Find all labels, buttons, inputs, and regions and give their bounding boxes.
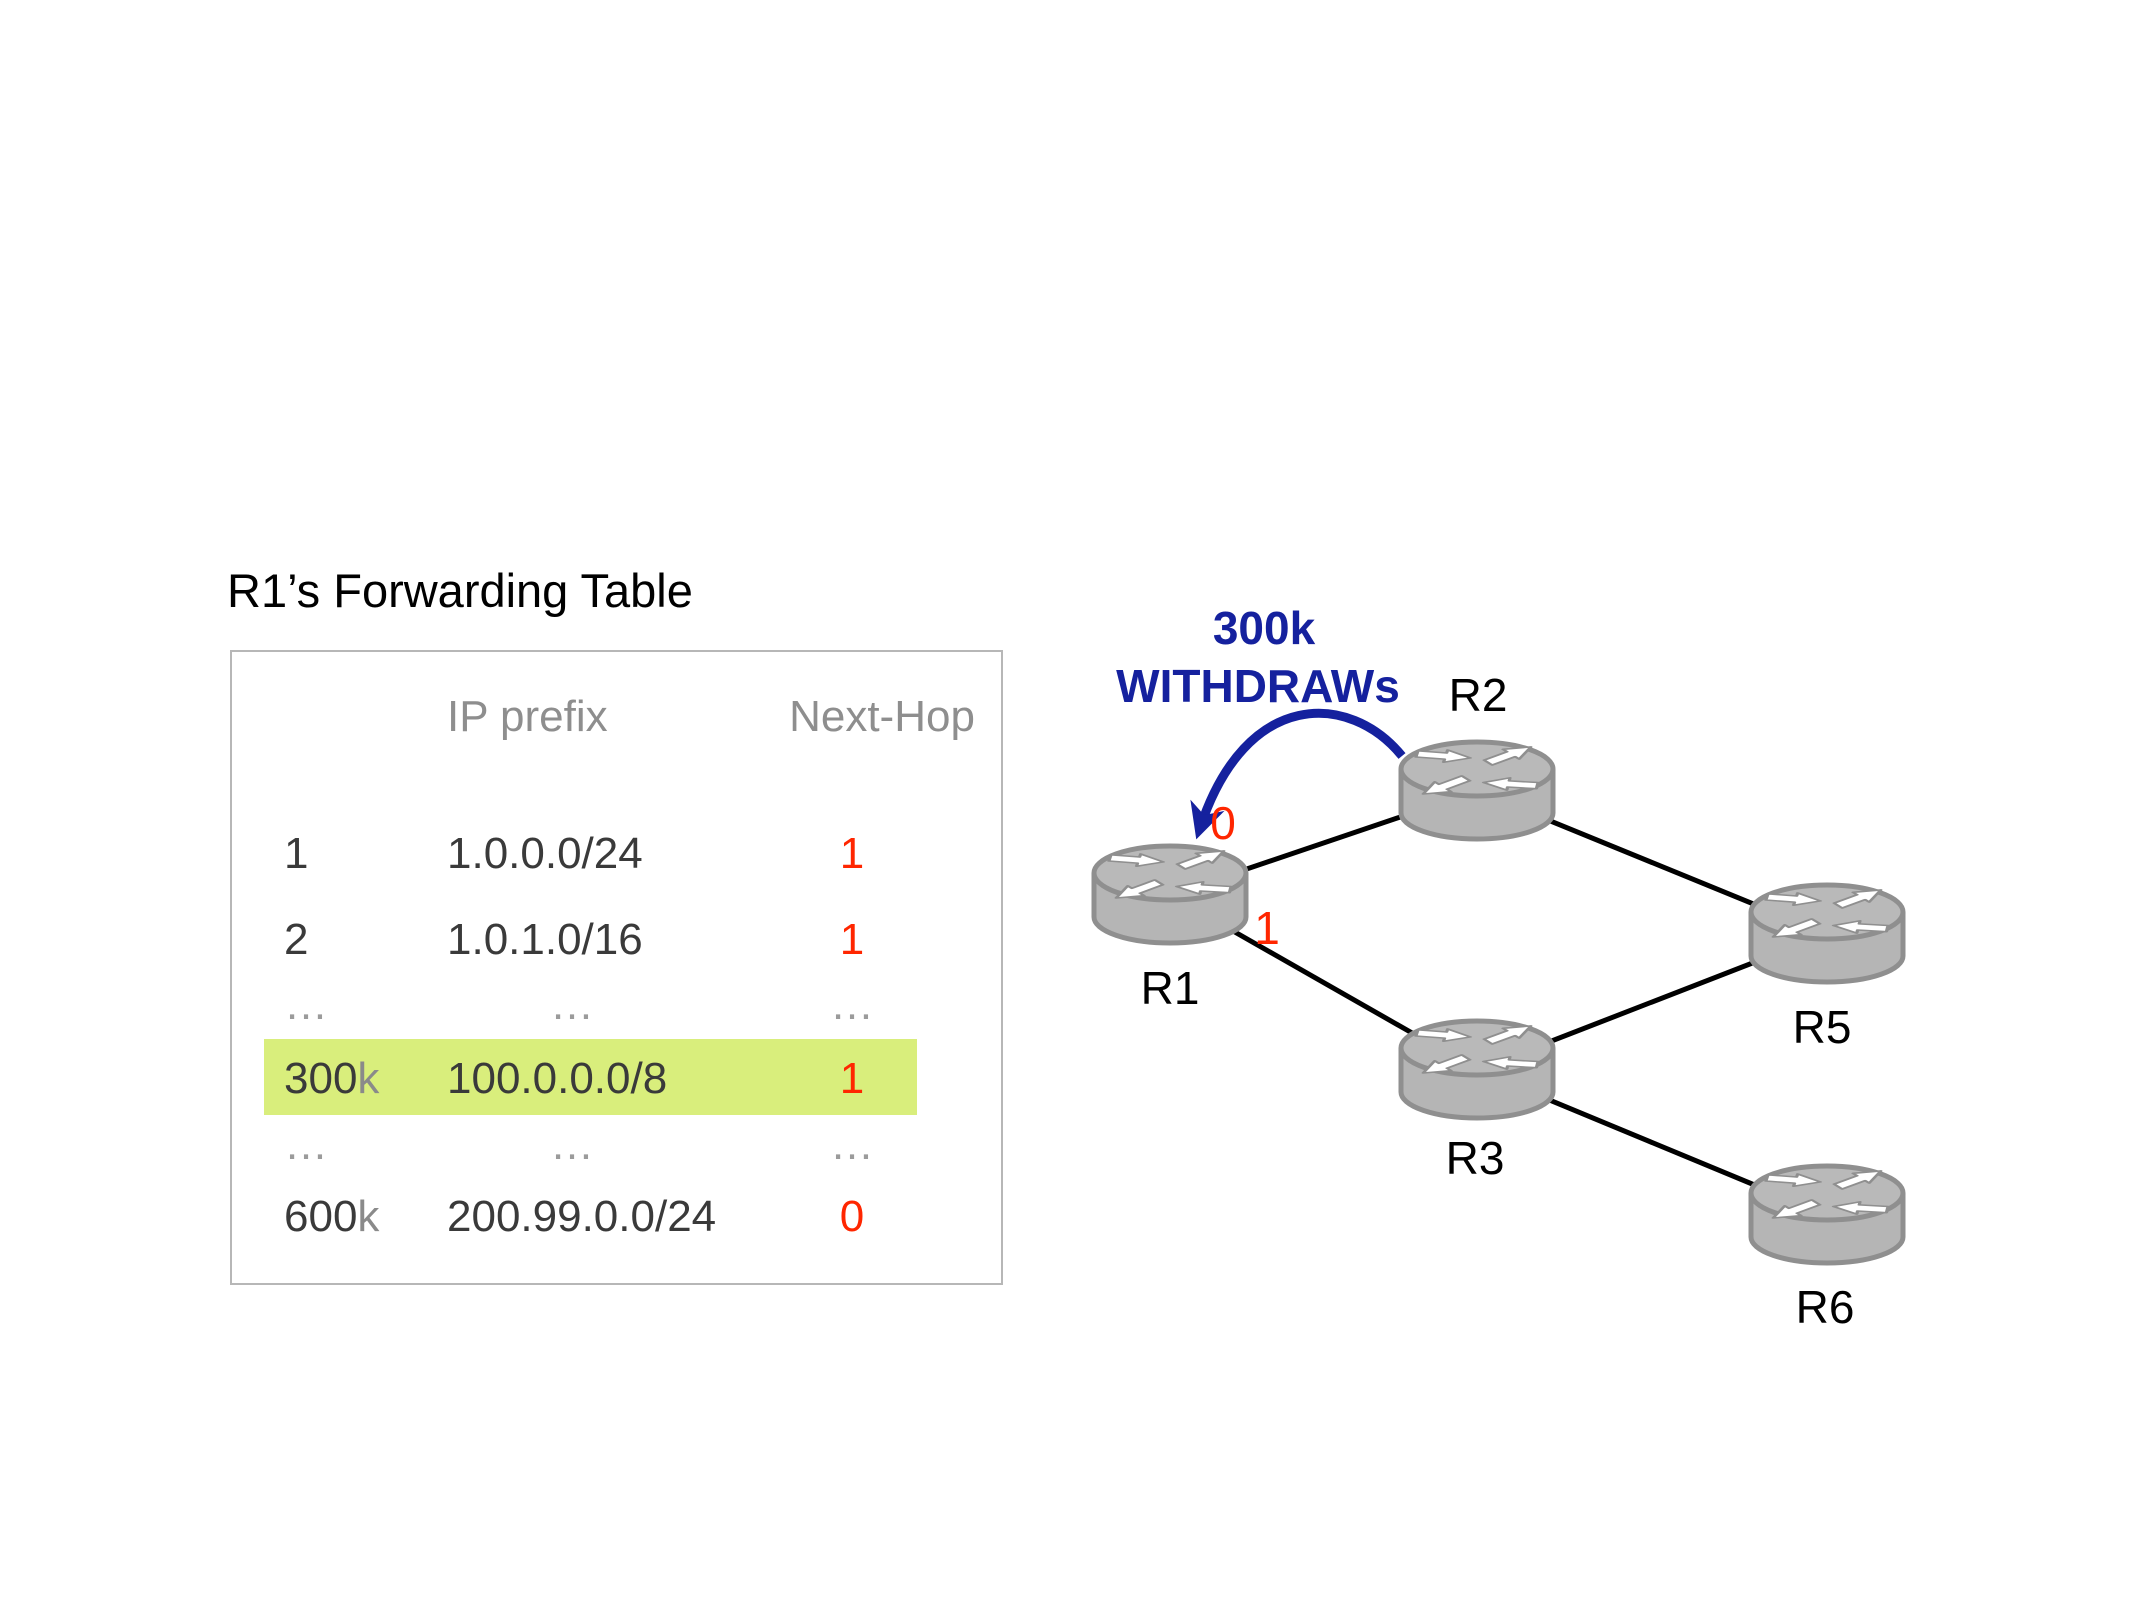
withdraw-word-label: WITHDRAWs: [1116, 660, 1400, 712]
row-next-hop: 1: [839, 915, 865, 964]
row-index: 2: [284, 915, 309, 964]
highlighted-row-band: [264, 1039, 917, 1115]
withdraw-arrow: [1190, 708, 1406, 840]
row-index: 600k: [284, 1192, 380, 1241]
row-prefix: 1.0.1.0/16: [447, 915, 643, 964]
table-header-row: IP prefix Next-Hop: [232, 681, 1001, 753]
table-row: 600k 200.99.0.0/24 0: [232, 1181, 1001, 1253]
forwarding-table: IP prefix Next-Hop 1 1.0.0.0/24 1 2 1.0.…: [230, 650, 1003, 1285]
router-r3-label: R3: [1446, 1132, 1505, 1184]
router-r6-icon: [1751, 1166, 1903, 1263]
router-r3-icon: [1401, 1021, 1553, 1118]
router-r2-label: R2: [1449, 669, 1508, 721]
row-next-hop: 0: [839, 1192, 865, 1241]
row-index: …: [284, 1120, 328, 1169]
row-index: …: [284, 980, 328, 1029]
page-title: R1’s Forwarding Table: [227, 564, 693, 617]
header-ip-prefix: IP prefix: [447, 692, 608, 741]
row-index: 1: [284, 829, 309, 878]
header-next-hop: Next-Hop: [789, 692, 975, 741]
withdraw-count-label: 300k: [1213, 602, 1316, 654]
row-next-hop: 1: [839, 1054, 865, 1103]
r1-port1-label: 1: [1254, 902, 1280, 954]
row-prefix: 100.0.0.0/8: [447, 1054, 668, 1103]
row-prefix: …: [550, 1120, 594, 1169]
table-row: 2 1.0.1.0/16 1: [232, 904, 1001, 976]
row-next-hop: …: [830, 980, 874, 1029]
row-prefix: 1.0.0.0/24: [447, 829, 643, 878]
router-r1-label: R1: [1141, 962, 1200, 1014]
router-r5-label: R5: [1793, 1001, 1852, 1053]
router-r6-label: R6: [1796, 1281, 1855, 1333]
router-r5-icon: [1751, 885, 1903, 982]
r1-port0-label: 0: [1210, 797, 1236, 849]
router-r2-icon: [1401, 742, 1553, 839]
row-next-hop: 1: [839, 829, 865, 878]
table-row-highlighted: 300k 100.0.0.0/8 1: [232, 1043, 1001, 1115]
row-prefix: …: [550, 980, 594, 1029]
row-index: 300k: [284, 1054, 380, 1103]
table-row-ellipsis: … … …: [232, 969, 1001, 1041]
table-row: 1 1.0.0.0/24 1: [232, 818, 1001, 890]
row-prefix: 200.99.0.0/24: [447, 1192, 717, 1241]
row-next-hop: …: [830, 1120, 874, 1169]
router-r1-icon: [1094, 846, 1246, 943]
table-row-ellipsis: … … …: [232, 1109, 1001, 1181]
